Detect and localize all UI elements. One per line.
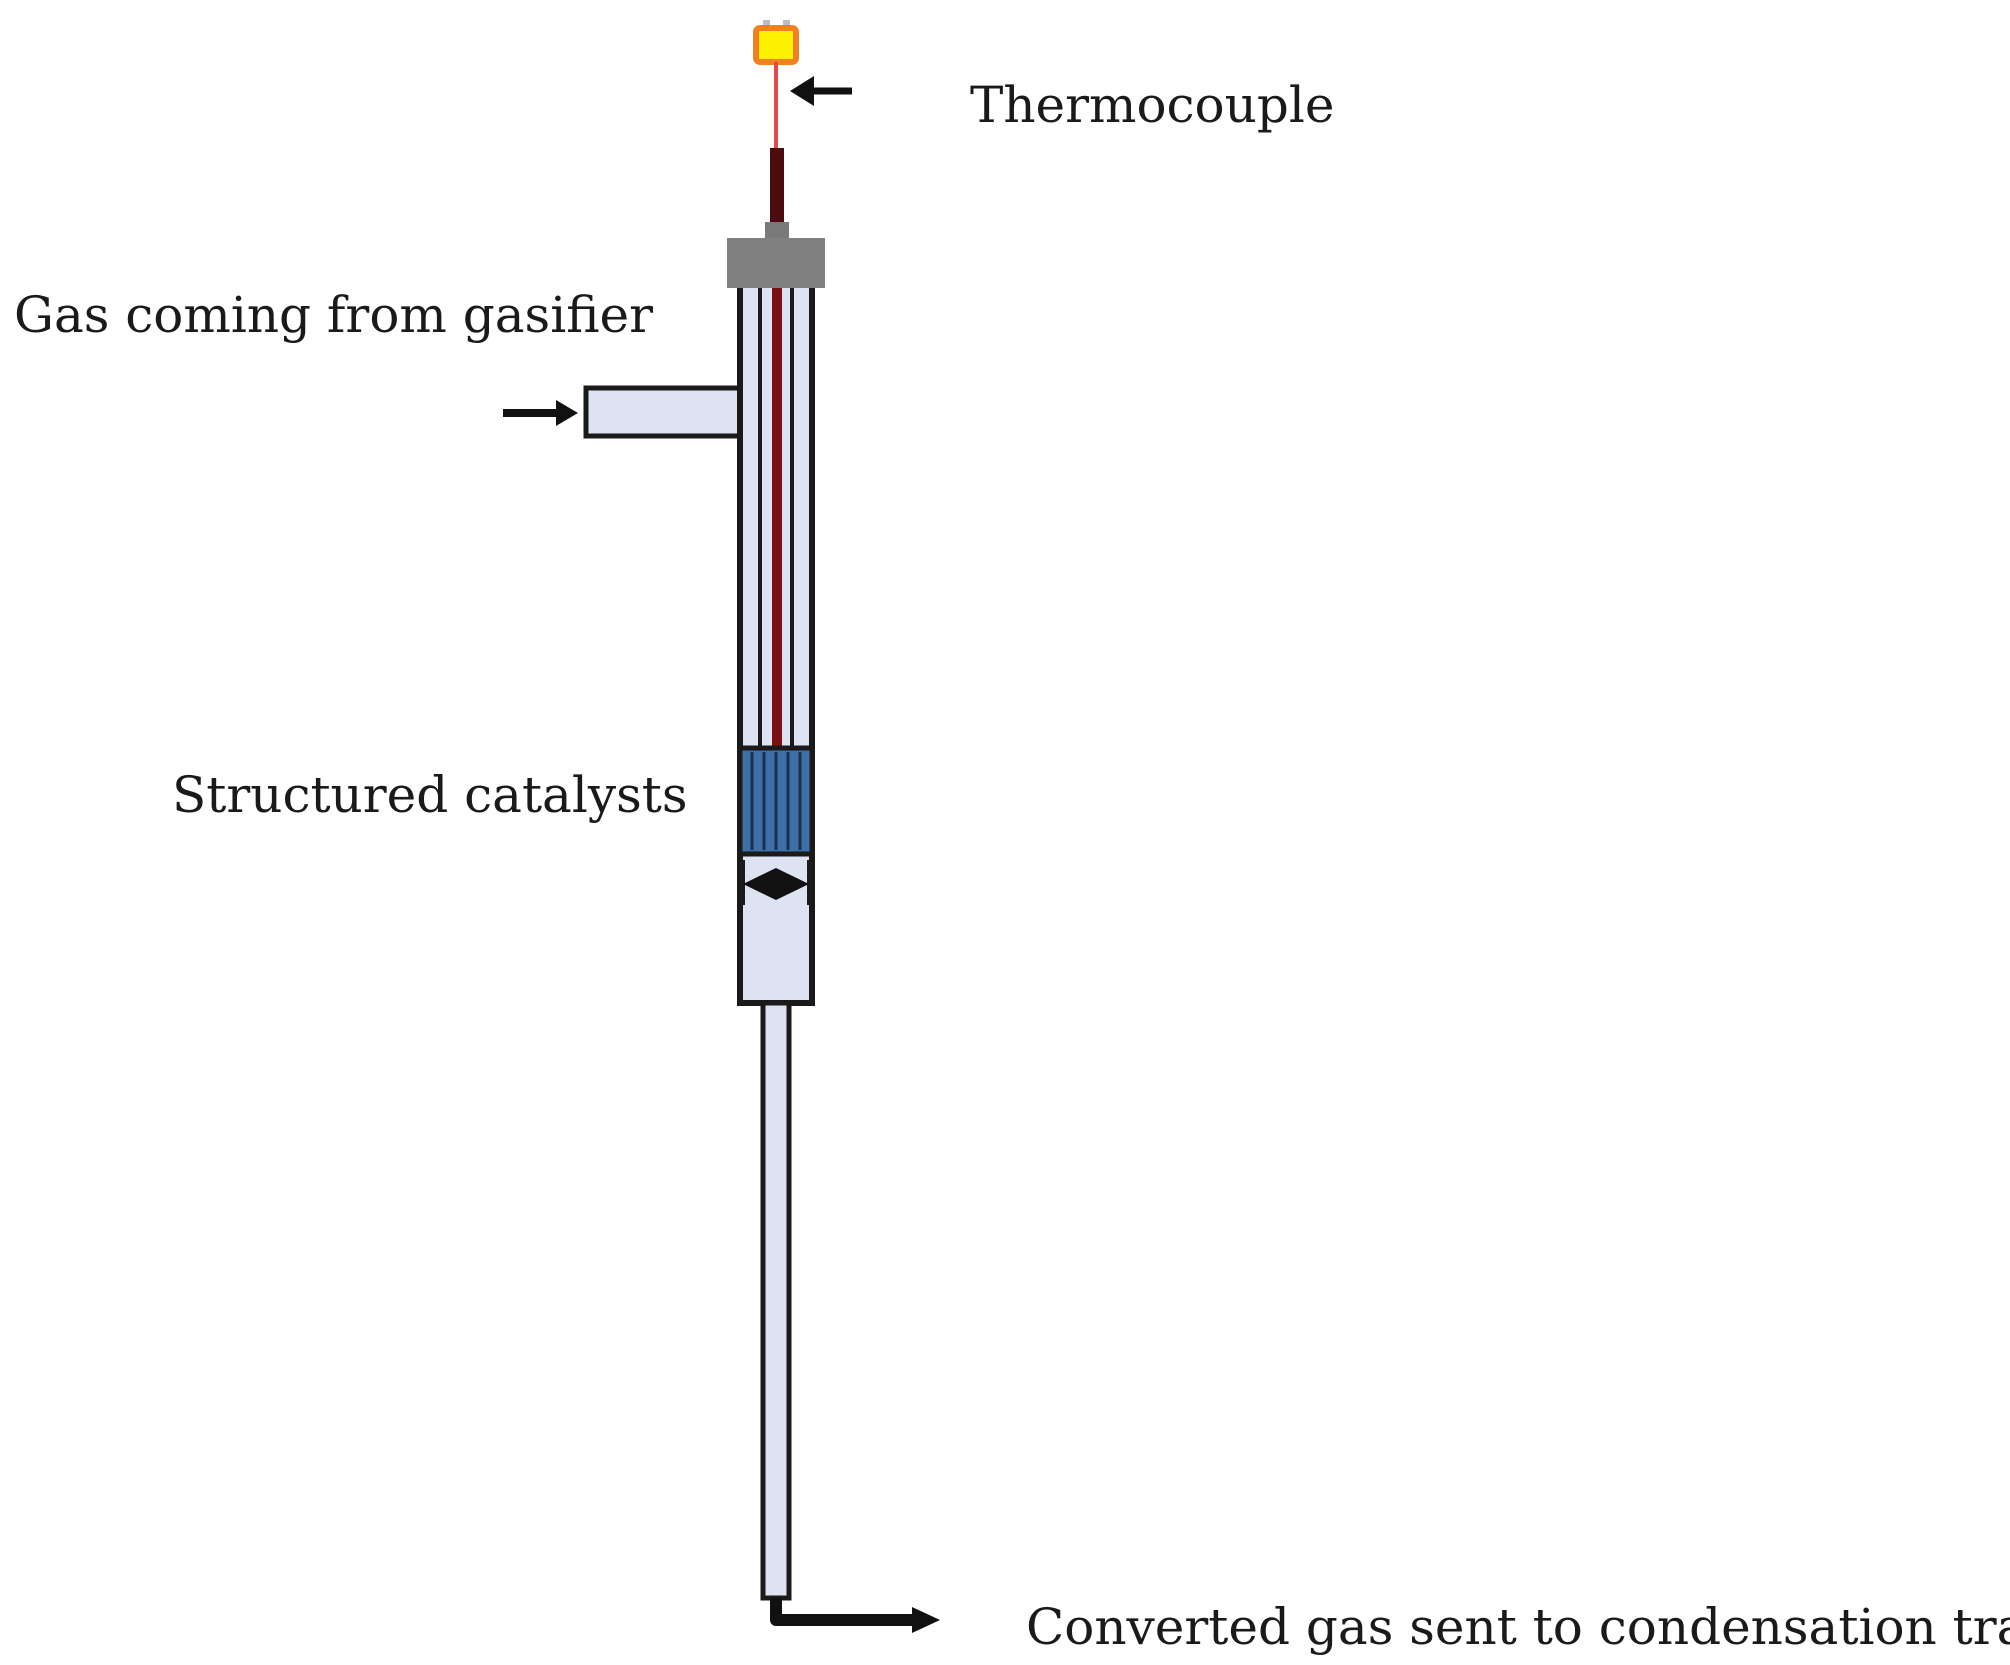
gas-outlet-label: Converted gas sent to condensation train bbox=[1026, 1598, 2010, 1656]
thermocouple-inner-wire bbox=[772, 286, 782, 748]
thermocouple-arrow bbox=[790, 76, 852, 106]
outlet-tube bbox=[760, 1000, 792, 1601]
thermocouple-rod bbox=[770, 148, 784, 228]
catalyst-label: Structured catalysts bbox=[172, 766, 688, 824]
structured-catalyst bbox=[737, 745, 815, 857]
catalyst-support bbox=[741, 860, 811, 905]
thermocouple-head bbox=[753, 20, 799, 65]
gas-outlet-arrow bbox=[770, 1598, 940, 1633]
gas-inlet-tube bbox=[583, 385, 743, 439]
gas-inlet-arrow bbox=[503, 400, 578, 426]
reactor-cap bbox=[727, 222, 825, 288]
gas-inlet-label: Gas coming from gasifier bbox=[14, 286, 654, 344]
thermocouple-label: Thermocouple bbox=[970, 76, 1335, 134]
